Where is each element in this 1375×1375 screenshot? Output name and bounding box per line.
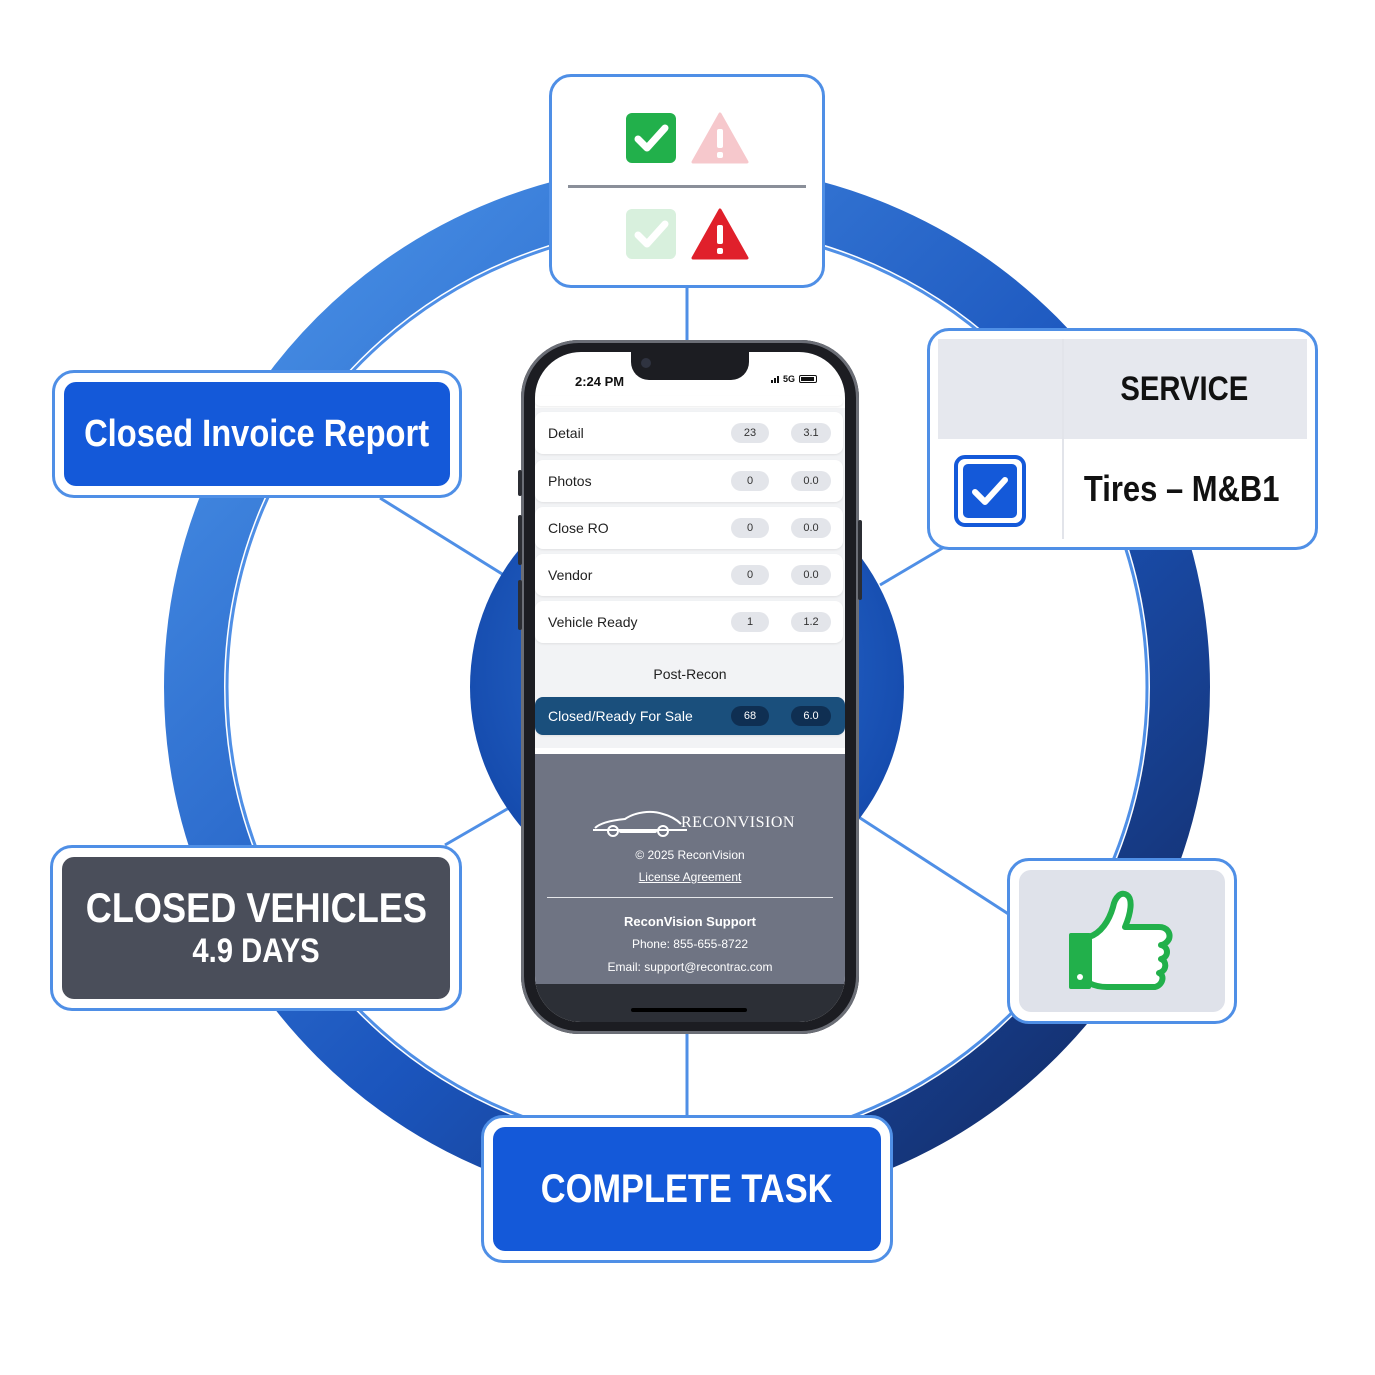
- status-row-bottom: [552, 189, 822, 279]
- phone-screen: 2:24 PM 5G Detail 23 3.1 Photos 0 0.0 Cl…: [535, 352, 845, 1022]
- complete-task-label: COMPLETE TASK: [541, 1166, 833, 1211]
- status-icons-card: [549, 74, 825, 288]
- status-time: 2:24 PM: [575, 374, 625, 389]
- phone-notch: [631, 352, 749, 380]
- license-agreement-link[interactable]: License Agreement: [638, 870, 742, 884]
- count-badge: 1: [731, 612, 769, 632]
- list-item-name: Photos: [548, 473, 592, 489]
- list-item-active[interactable]: Closed/Ready For Sale 68 6.0: [535, 697, 845, 735]
- service-column-divider: [1062, 339, 1064, 539]
- days-badge: 6.0: [791, 706, 831, 726]
- service-task-label: Tires – M&B1: [1083, 468, 1280, 509]
- service-header-label: SERVICE: [1120, 369, 1249, 408]
- footer-divider: [547, 897, 833, 898]
- phone-side-button: [518, 515, 522, 565]
- list-item[interactable]: Vehicle Ready 1 1.2: [535, 601, 843, 643]
- closed-vehicles-days: 4.9 DAYS: [192, 932, 320, 970]
- support-title: ReconVision Support: [624, 914, 756, 929]
- app-footer: RECONVISION © 2025 ReconVision License A…: [535, 754, 845, 984]
- signal-icon: [770, 375, 779, 383]
- list-item: [535, 396, 843, 406]
- phone-mockup: 2:24 PM 5G Detail 23 3.1 Photos 0 0.0 Cl…: [518, 340, 862, 1034]
- camera-icon: [641, 358, 651, 368]
- days-badge: 3.1: [791, 423, 831, 443]
- copyright-text: © 2025 ReconVision: [635, 848, 745, 862]
- days-badge: 1.2: [791, 612, 831, 632]
- list-item[interactable]: Detail 23 3.1: [535, 412, 843, 454]
- status-indicators: 5G: [770, 374, 817, 384]
- check-icon: [626, 209, 676, 259]
- phone-side-button: [518, 470, 522, 496]
- warning-icon: [691, 112, 749, 164]
- phone-side-button: [858, 520, 862, 600]
- closed-invoice-report-button[interactable]: Closed Invoice Report: [64, 382, 450, 486]
- approval-card: [1007, 858, 1237, 1024]
- check-icon: [626, 113, 676, 163]
- list-item[interactable]: Vendor 0 0.0: [535, 554, 843, 596]
- closed-vehicles-card: CLOSED VEHICLES 4.9 DAYS: [50, 845, 462, 1011]
- battery-icon: [799, 375, 817, 383]
- closed-invoice-report-label: Closed Invoice Report: [84, 412, 430, 455]
- brand-name: RECONVISION: [681, 814, 795, 831]
- closed-vehicles-label: CLOSED VEHICLES: [85, 884, 427, 931]
- network-label: 5G: [782, 374, 795, 384]
- count-badge: 0: [731, 518, 769, 538]
- complete-task-button[interactable]: COMPLETE TASK: [493, 1127, 881, 1251]
- thumbs-up-icon: [1069, 890, 1173, 990]
- home-indicator: [535, 984, 845, 1022]
- days-badge: 0.0: [791, 471, 831, 491]
- days-badge: 0.0: [791, 518, 831, 538]
- warning-icon: [691, 208, 749, 260]
- list-item[interactable]: Photos 0 0.0: [535, 460, 843, 502]
- status-row-top: [552, 93, 822, 183]
- support-email[interactable]: Email: support@recontrac.com: [607, 960, 773, 974]
- status-divider: [568, 185, 806, 188]
- car-logo-icon: [593, 810, 687, 837]
- stage-list: Detail 23 3.1 Photos 0 0.0 Close RO 0 0.…: [535, 396, 845, 748]
- list-item-name: Vendor: [548, 567, 593, 583]
- service-task-card: SERVICE Tires – M&B1: [927, 328, 1318, 550]
- list-item[interactable]: Close RO 0 0.0: [535, 507, 843, 549]
- phone-side-button: [518, 580, 522, 630]
- support-phone[interactable]: Phone: 855-655-8722: [631, 937, 749, 951]
- closed-invoice-report-card[interactable]: Closed Invoice Report: [52, 370, 462, 498]
- service-header: [938, 339, 1307, 439]
- count-badge: 0: [731, 565, 769, 585]
- count-badge: 68: [731, 706, 769, 726]
- list-item-name: Close RO: [548, 520, 609, 536]
- list-item-name: Closed/Ready For Sale: [548, 708, 693, 724]
- count-badge: 0: [731, 471, 769, 491]
- complete-task-card[interactable]: COMPLETE TASK: [481, 1115, 893, 1263]
- count-badge: 23: [731, 423, 769, 443]
- days-badge: 0.0: [791, 565, 831, 585]
- reconvision-logo: RECONVISION: [591, 806, 794, 840]
- list-item-name: Vehicle Ready: [548, 614, 638, 630]
- task-checkbox-checked-icon[interactable]: [954, 455, 1026, 527]
- list-item-name: Detail: [548, 425, 584, 441]
- section-label: Post-Recon: [653, 666, 727, 682]
